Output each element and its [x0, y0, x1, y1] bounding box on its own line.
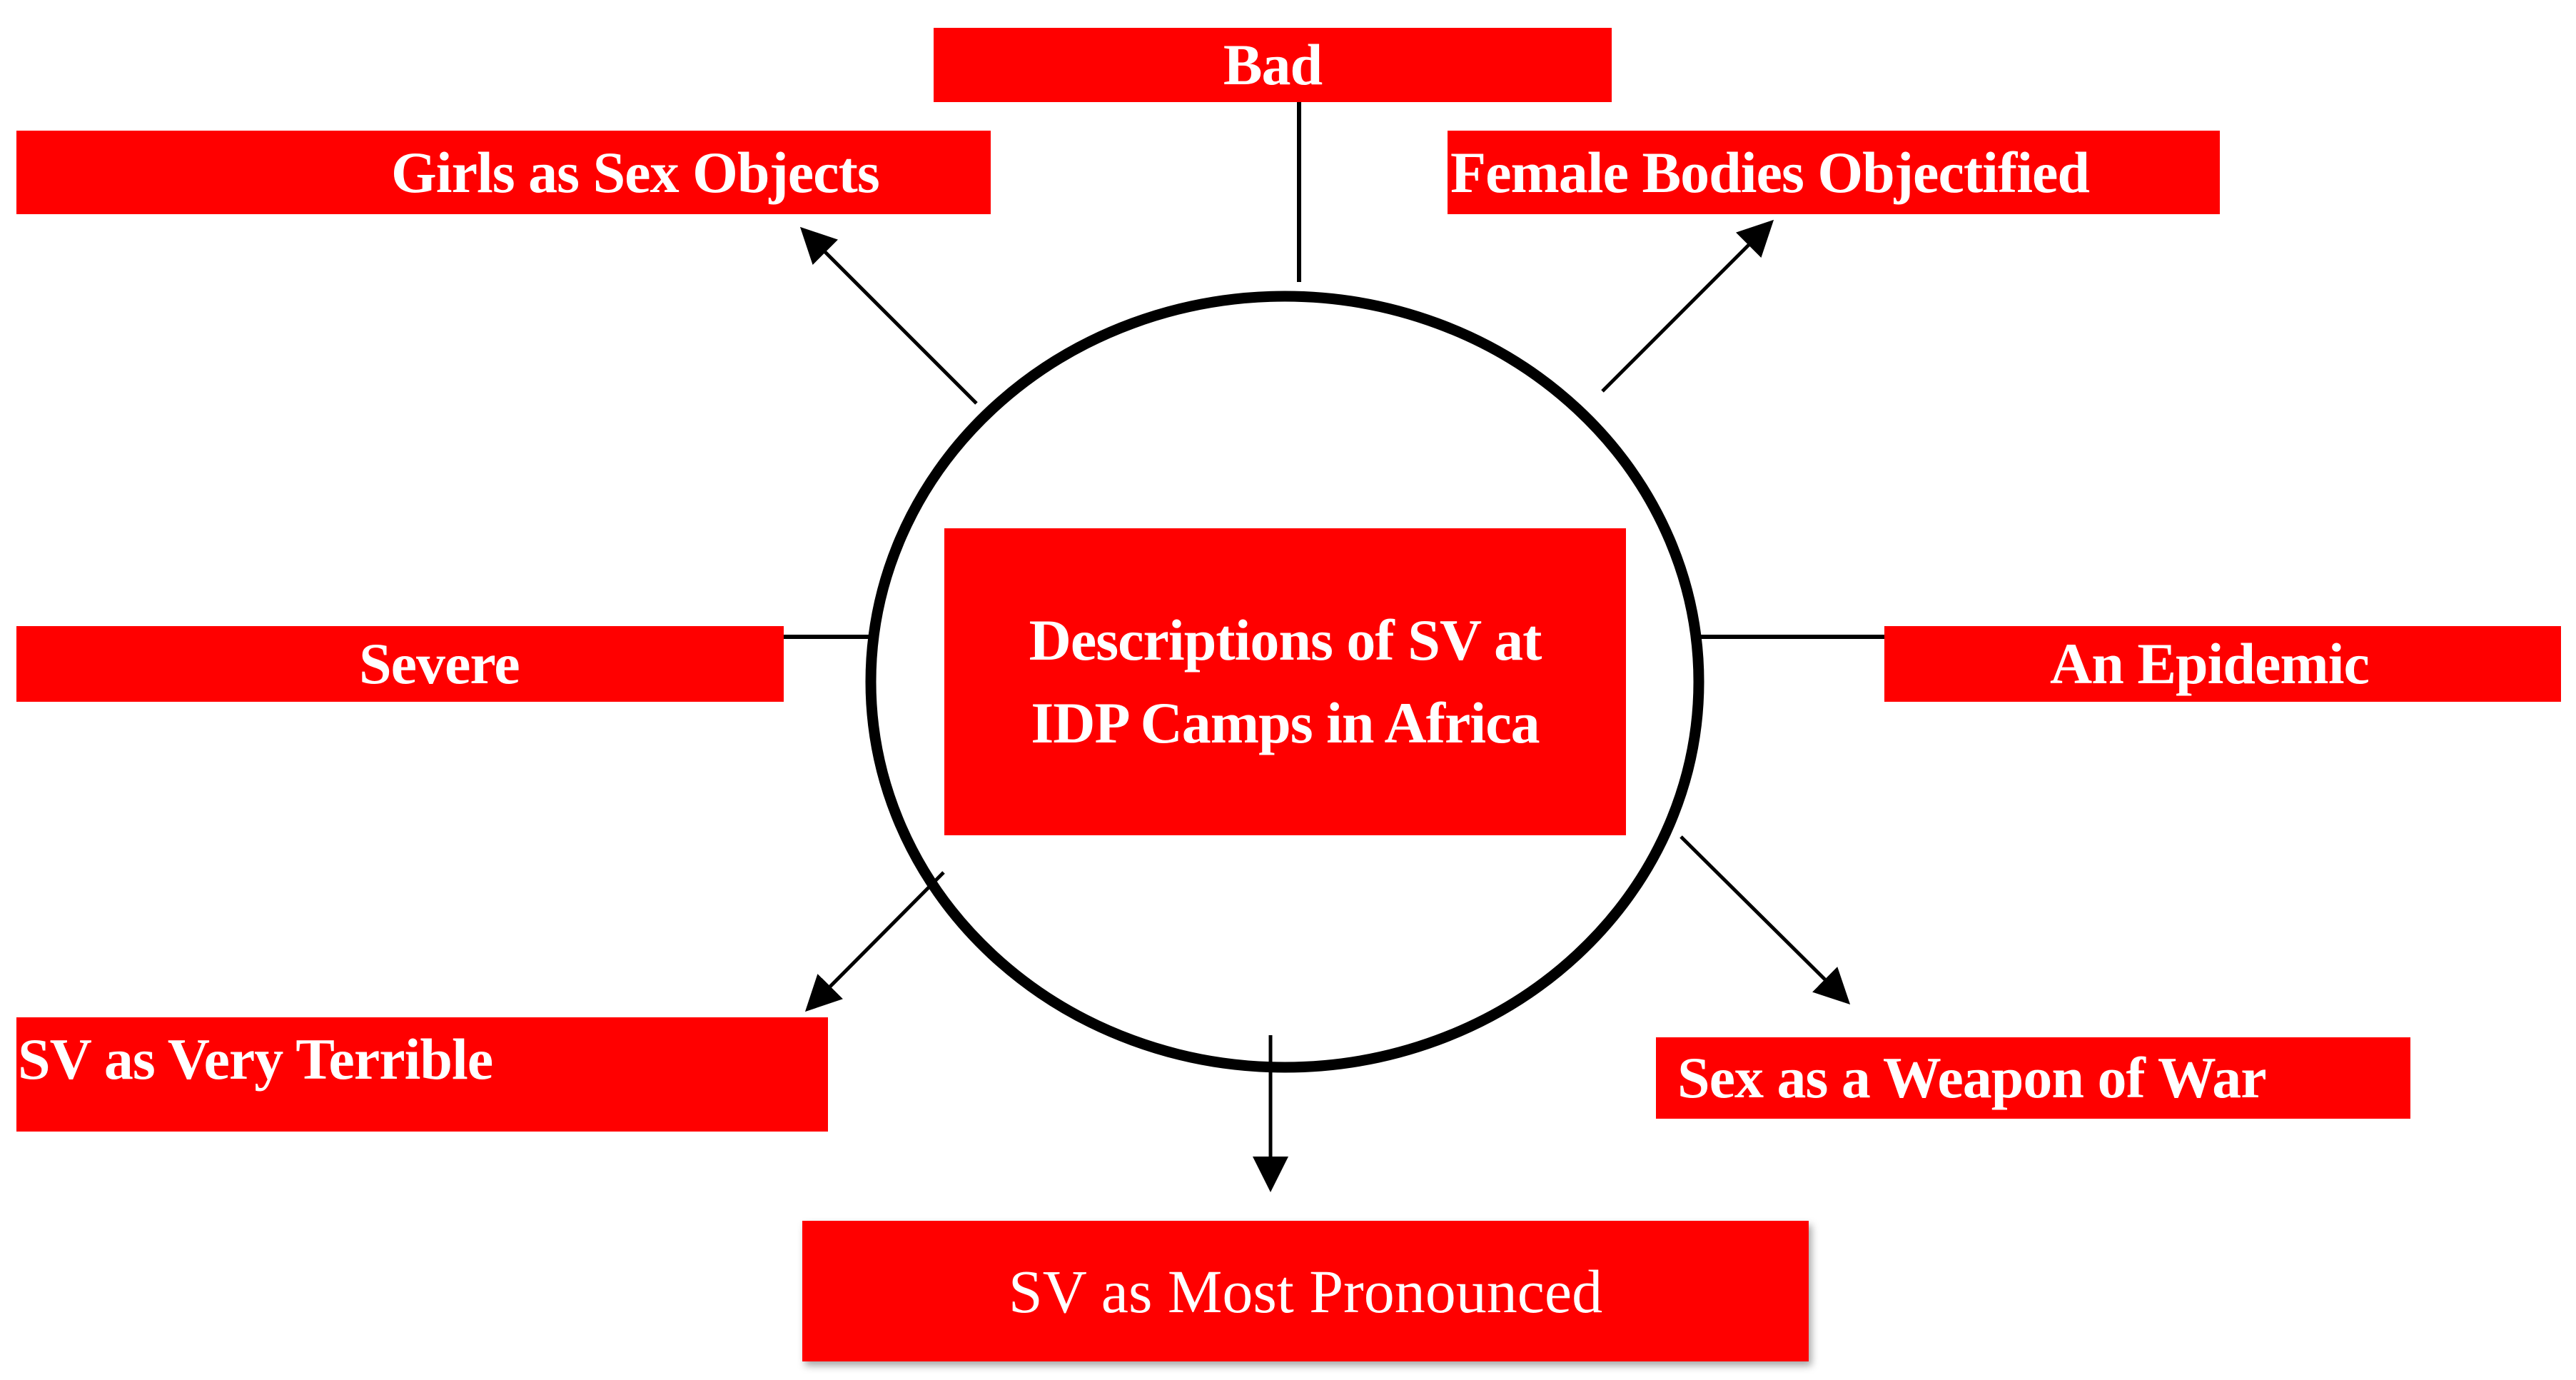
node-bad: Bad	[934, 28, 1612, 102]
node-female-label: Female Bodies Objectified	[1450, 139, 2090, 205]
arrow-female	[1601, 219, 1774, 393]
node-girls-as-sex-objects: Girls as Sex Objects	[16, 131, 991, 214]
node-weapon-label: Sex as a Weapon of War	[1677, 1045, 2267, 1110]
node-epidemic-label: An Epidemic	[2050, 631, 2370, 696]
center-line-2: IDP Camps in Africa	[1031, 690, 1540, 755]
node-most-label: SV as Most Pronounced	[1008, 1256, 1603, 1326]
node-girls-label: Girls as Sex Objects	[391, 139, 880, 205]
arrow-weapon	[1680, 835, 1851, 1005]
node-severe: Severe	[16, 626, 784, 702]
node-bad-label: Bad	[1223, 32, 1323, 97]
center-concept-box: Descriptions of SV at IDP Camps in Afric…	[944, 528, 1626, 835]
node-sex-as-weapon-of-war: Sex as a Weapon of War	[1656, 1037, 2410, 1119]
center-line-1: Descriptions of SV at	[1029, 608, 1542, 673]
node-terrible-label: SV as Very Terrible	[18, 1027, 493, 1092]
node-an-epidemic: An Epidemic	[1884, 626, 2561, 702]
arrow-girls	[799, 226, 978, 405]
node-sv-as-very-terrible: SV as Very Terrible	[16, 1017, 828, 1132]
node-severe-label: Severe	[359, 631, 520, 696]
node-sv-as-most-pronounced: SV as Most Pronounced	[802, 1221, 1809, 1361]
node-female-bodies-objectified: Female Bodies Objectified	[1448, 131, 2220, 214]
arrow-terrible	[804, 871, 945, 1012]
central-circle	[865, 291, 1704, 1073]
